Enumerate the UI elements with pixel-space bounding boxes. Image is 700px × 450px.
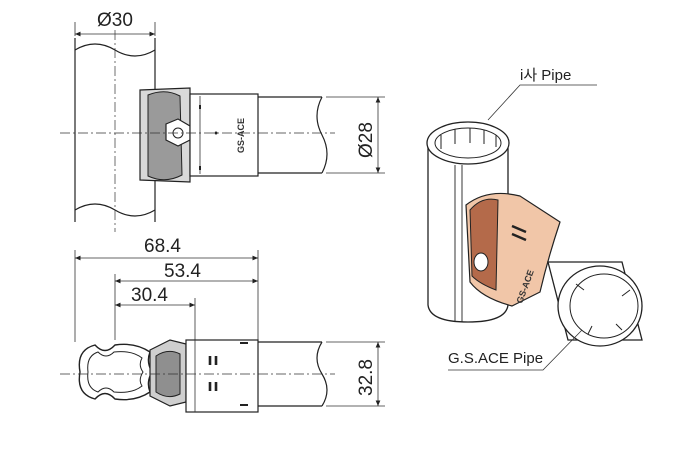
label-branch-pipe: i사 Pipe <box>520 67 571 84</box>
dim-length-mid: 53.4 <box>164 261 201 282</box>
dim-length-short: 30.4 <box>131 285 168 306</box>
dim-pipe-diameter: Ø30 <box>97 10 133 31</box>
joint-top: GS-ACE <box>139 87 259 183</box>
label-ace-pipe: G.S.ACE Pipe <box>448 350 543 367</box>
top-view: Ø30 GS-ACE Ø28 <box>60 10 385 232</box>
brand-marking-top: GS-ACE <box>236 118 246 153</box>
dim-ace-diameter: Ø28 <box>356 122 377 158</box>
isometric-view: GS-ACE i사 Pipe G.S.ACE Pipe <box>426 67 643 371</box>
dim-height: 32.8 <box>356 359 377 396</box>
front-view: 68.4 53.4 30.4 32.8 <box>60 236 385 413</box>
dim-length-total: 68.4 <box>144 236 181 257</box>
